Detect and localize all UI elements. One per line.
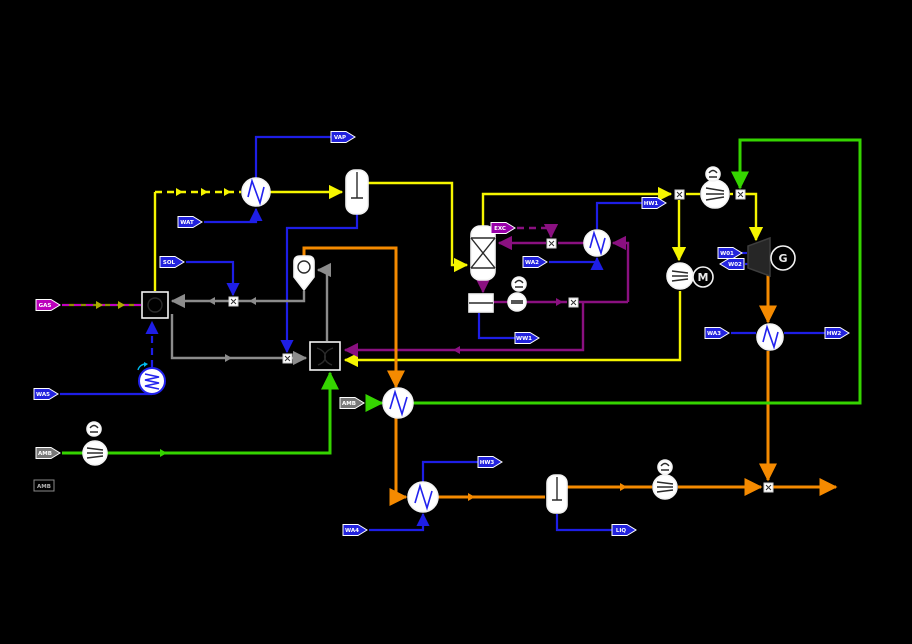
- stream-lines: [60, 135, 862, 532]
- compressor-3[interactable]: [652, 474, 678, 500]
- stream-arrow-label: HW3: [480, 460, 495, 466]
- stream-arrow-ww1-11[interactable]: WW1: [514, 332, 540, 344]
- energy-stream-icon[interactable]: [705, 166, 721, 182]
- stream-arrow-label: AMB: [38, 451, 52, 457]
- stream-arrow-wa4-15[interactable]: WA4: [342, 524, 368, 536]
- cyclone-vessel[interactable]: [293, 255, 315, 292]
- junction-valve[interactable]: [546, 238, 557, 249]
- generator-circle[interactable]: G: [770, 245, 796, 271]
- stream-arrow-label: W01: [720, 251, 734, 257]
- heat-exchanger-1[interactable]: [241, 177, 271, 207]
- stream-arrow-label: HW2: [827, 331, 842, 337]
- stream-arrow-hw1-6[interactable]: HW1: [641, 197, 667, 209]
- absorber-column[interactable]: [470, 225, 496, 281]
- stream-arrow-label: W02: [728, 262, 742, 268]
- energy-stream-icon[interactable]: [657, 459, 673, 475]
- stream-arrow-label: LIQ: [616, 528, 627, 534]
- junction-valve[interactable]: [228, 296, 239, 307]
- stream-arrow-label: HW1: [644, 201, 659, 207]
- junction-valve[interactable]: [735, 189, 746, 200]
- flash-drum[interactable]: [468, 293, 494, 313]
- stream-line-gas-feed[interactable]: [62, 301, 141, 309]
- stream-arrow-w02-8[interactable]: W02: [719, 258, 745, 270]
- stream-arrow-label: WAT: [180, 220, 194, 226]
- stream-arrow-label: VAP: [334, 135, 346, 141]
- heater[interactable]: [137, 362, 166, 395]
- junction-valve[interactable]: [674, 189, 685, 200]
- stream-arrow-w01-7[interactable]: W01: [717, 247, 743, 259]
- stream-arrow-label: WW1: [516, 336, 532, 342]
- stream-arrow-liq-17[interactable]: LIQ: [611, 524, 637, 536]
- stream-arrow-amb-12[interactable]: AMB: [339, 397, 365, 409]
- energy-stream-icon[interactable]: [86, 421, 102, 437]
- stream-arrow-label: AMB: [342, 401, 356, 407]
- stream-arrow-hw2-10[interactable]: HW2: [824, 327, 850, 339]
- junction-valve[interactable]: [763, 482, 774, 493]
- annotation-label: AMB: [37, 484, 51, 490]
- stream-arrow-label: SOL: [163, 260, 176, 266]
- stream-arrow-amb-14[interactable]: AMB: [35, 447, 61, 459]
- heat-exchanger-4[interactable]: [382, 387, 414, 419]
- separator-2[interactable]: [546, 474, 568, 514]
- compressor-2[interactable]: [666, 262, 694, 290]
- stream-line-air[interactable]: [62, 138, 862, 457]
- generator-label: G: [778, 252, 787, 265]
- motor-circle[interactable]: M: [692, 266, 714, 288]
- junction-valve[interactable]: [282, 353, 293, 364]
- separator-1[interactable]: [345, 169, 369, 215]
- annotation-box[interactable]: AMB: [33, 479, 55, 492]
- heat-exchanger-2[interactable]: [583, 229, 611, 257]
- air-blower[interactable]: [82, 440, 108, 466]
- mixer-1[interactable]: [141, 291, 169, 319]
- motor-label: M: [698, 271, 709, 284]
- compressor-1[interactable]: [700, 179, 730, 209]
- energy-stream-icon[interactable]: [511, 276, 527, 292]
- mixer-2[interactable]: [309, 341, 341, 371]
- stream-arrow-label: WA5: [36, 392, 50, 398]
- stream-line-water[interactable]: [60, 135, 825, 532]
- stream-arrow-wa2-5[interactable]: WA2: [522, 256, 548, 268]
- stream-arrow-vap-3[interactable]: VAP: [330, 131, 356, 143]
- heat-exchanger-3[interactable]: [756, 323, 784, 351]
- stream-arrow-exc-4[interactable]: EXC: [490, 222, 516, 234]
- stream-arrow-label: GAS: [39, 303, 52, 309]
- junction-valve[interactable]: [568, 297, 579, 308]
- stream-arrow-hw3-16[interactable]: HW3: [477, 456, 503, 468]
- pump[interactable]: [507, 292, 527, 312]
- stream-line-absorbent[interactable]: [343, 223, 630, 358]
- stream-arrow-label: WA3: [707, 331, 721, 337]
- stream-arrow-label: EXC: [494, 226, 506, 232]
- stream-arrow-label: WA4: [345, 528, 359, 534]
- stream-line-vapor[interactable]: [302, 246, 838, 506]
- stream-line-recycle[interactable]: [170, 262, 332, 366]
- stream-line-gas-main[interactable]: [153, 181, 764, 368]
- stream-arrow-wa3-9[interactable]: WA3: [704, 327, 730, 339]
- stream-arrow-gas-0[interactable]: GAS: [35, 299, 61, 311]
- heat-exchanger-5[interactable]: [407, 481, 439, 513]
- stream-arrow-wat-1[interactable]: WAT: [177, 216, 203, 228]
- stream-arrow-wa5-13[interactable]: WA5: [33, 388, 59, 400]
- units: [82, 166, 784, 514]
- stream-arrow-sol-2[interactable]: SOL: [159, 256, 185, 268]
- stream-arrow-label: WA2: [525, 260, 539, 266]
- turbine-expander[interactable]: [747, 236, 771, 278]
